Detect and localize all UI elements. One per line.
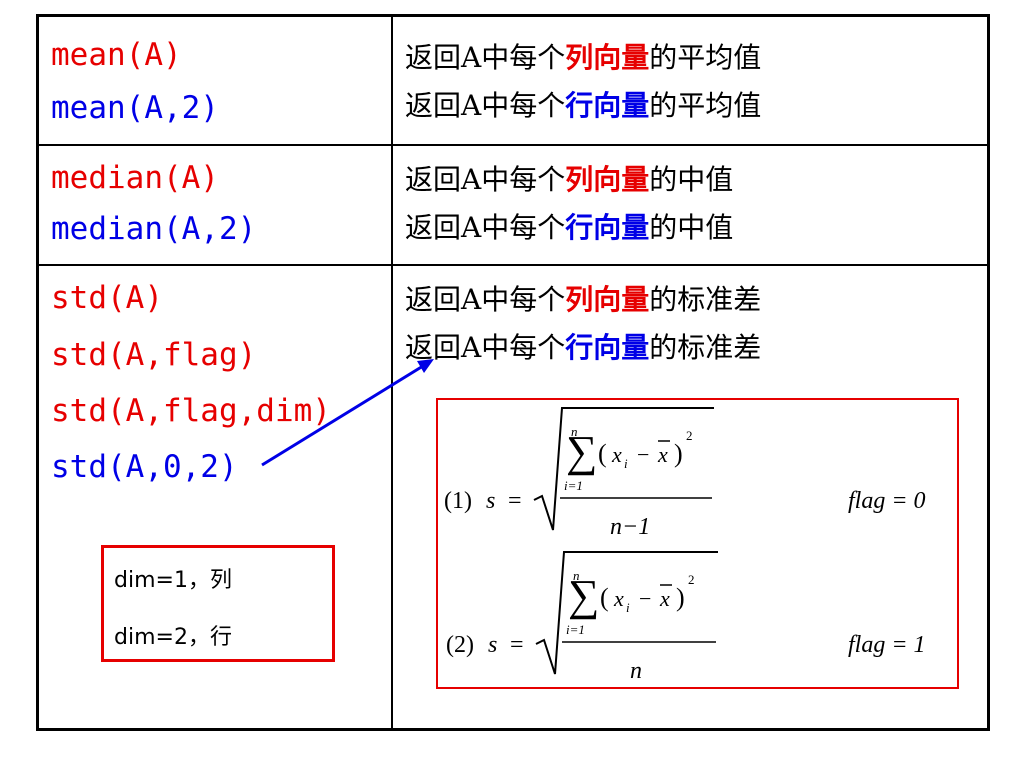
sqrt-sign	[535, 551, 718, 675]
code-std-flag-dim: std(A,flag,dim)	[51, 393, 331, 429]
formula-s: s	[486, 488, 495, 514]
flag-value: flag = 0	[848, 488, 926, 514]
minus-sign: −	[639, 586, 651, 611]
minus-sign: −	[637, 442, 649, 467]
sum-sigma: ∑	[568, 571, 599, 620]
desc-median-column: 返回A中每个列向量的中值	[405, 163, 734, 196]
paren-open: (	[598, 439, 607, 468]
code-mean: mean(A)	[51, 37, 182, 73]
sqrt-sign	[533, 407, 714, 531]
desc-median-row: 返回A中每个行向量的中值	[405, 211, 734, 244]
code-std: std(A)	[51, 280, 163, 316]
sum-lower-limit: i=1	[566, 622, 585, 637]
formula-s: s	[488, 632, 497, 658]
row-divider	[39, 144, 987, 146]
exponent: 2	[688, 572, 695, 587]
var-i: i	[624, 456, 628, 471]
function-table: mean(A) mean(A,2) 返回A中每个列向量的平均值 返回A中每个行向…	[36, 14, 990, 731]
sum-sigma: ∑	[566, 427, 597, 476]
code-std-0-2: std(A,0,2)	[51, 449, 238, 485]
formula-label: (2)	[446, 632, 474, 658]
denominator: n−1	[610, 514, 650, 540]
sum-upper-limit: n	[573, 568, 580, 583]
paren-close: )	[676, 583, 685, 612]
code-median-2: median(A,2)	[51, 211, 257, 247]
exponent: 2	[686, 428, 693, 443]
sum-upper-limit: n	[571, 424, 578, 439]
desc-std-column: 返回A中每个列向量的标准差	[405, 283, 762, 316]
column-divider	[391, 17, 393, 728]
sum-lower-limit: i=1	[564, 478, 583, 493]
paren-open: (	[600, 583, 609, 612]
dim-legend-box: dim=1，列 dim=2，行	[101, 545, 335, 662]
arrow-line	[261, 364, 424, 467]
desc-mean-column: 返回A中每个列向量的平均值	[405, 41, 762, 74]
code-median: median(A)	[51, 160, 219, 196]
denominator: n	[630, 658, 642, 684]
arrow-head	[417, 359, 434, 373]
var-xbar: x	[659, 586, 670, 611]
formula-2: (2) s = n ∑ i=1 ( x i − x ) 2 n flag = 1	[446, 551, 926, 684]
formula-eq: =	[508, 488, 522, 514]
row-divider	[39, 264, 987, 266]
paren-close: )	[674, 439, 683, 468]
code-mean-2: mean(A,2)	[51, 90, 219, 126]
flag-value: flag = 1	[848, 632, 926, 658]
var-x: x	[611, 442, 622, 467]
var-i: i	[626, 600, 630, 615]
code-std-flag: std(A,flag)	[51, 337, 257, 373]
dim-legend-line-1: dim=1，列	[114, 568, 232, 593]
dim-legend-line-2: dim=2，行	[114, 625, 232, 650]
formula-1: (1) s = n ∑ i=1 ( x i − x ) 2 n−1 flag =…	[444, 407, 926, 540]
std-formula-box: (1) s = n ∑ i=1 ( x i − x ) 2 n−1 flag =…	[436, 398, 959, 689]
std-formulas: (1) s = n ∑ i=1 ( x i − x ) 2 n−1 flag =…	[444, 407, 926, 684]
var-x: x	[613, 586, 624, 611]
desc-std-row: 返回A中每个行向量的标准差	[405, 331, 762, 364]
var-xbar: x	[657, 442, 668, 467]
formula-eq: =	[510, 632, 524, 658]
formula-label: (1)	[444, 488, 472, 514]
desc-mean-row: 返回A中每个行向量的平均值	[405, 89, 762, 122]
